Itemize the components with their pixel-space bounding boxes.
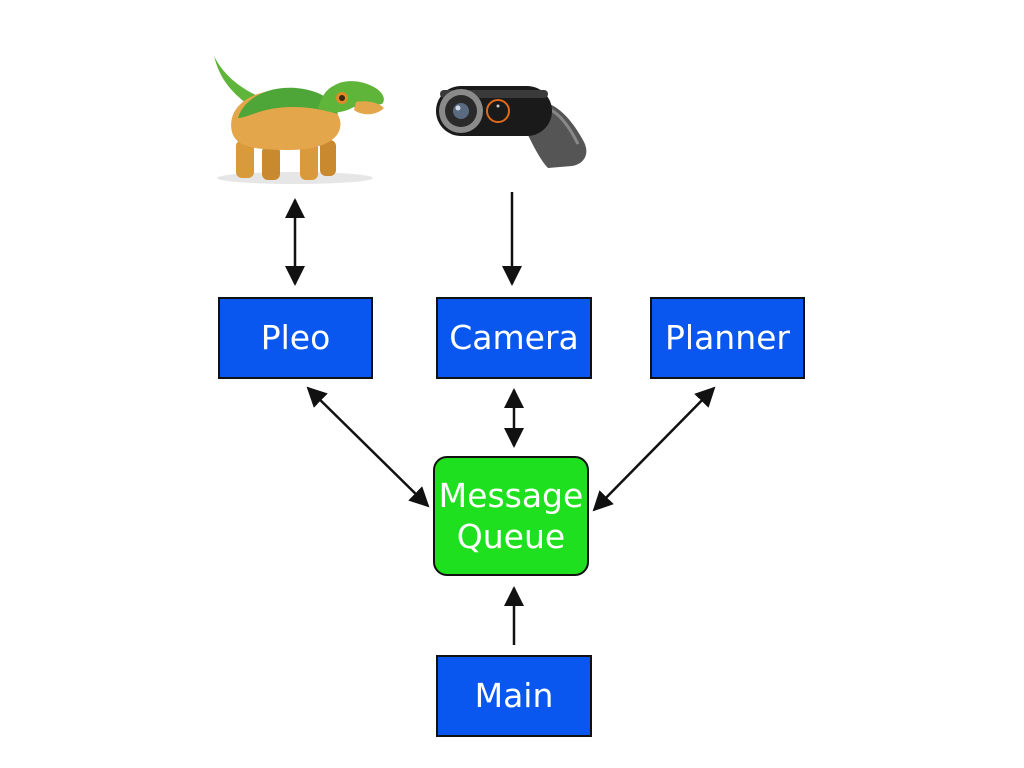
camera-node-label: Camera xyxy=(449,318,579,358)
camera-node: Camera xyxy=(436,297,592,379)
pleo-node: Pleo xyxy=(218,297,373,379)
message-queue-node: Message Queue xyxy=(433,456,589,576)
pleo-dinosaur-image xyxy=(214,56,384,184)
message-queue-label-line-1: Message xyxy=(438,475,584,515)
planner-node-label: Planner xyxy=(665,318,790,358)
message-queue-label-line-2: Queue xyxy=(456,517,566,556)
webcam-image xyxy=(436,86,587,168)
main-node-label: Main xyxy=(474,676,554,716)
main-node: Main xyxy=(436,655,592,737)
pleo-node-label: Pleo xyxy=(260,318,331,358)
connection-arrows xyxy=(285,192,716,645)
planner-node: Planner xyxy=(650,297,805,379)
arrow-planner-to-message-queue xyxy=(592,386,716,512)
arrow-pleo-to-message-queue xyxy=(306,386,430,508)
